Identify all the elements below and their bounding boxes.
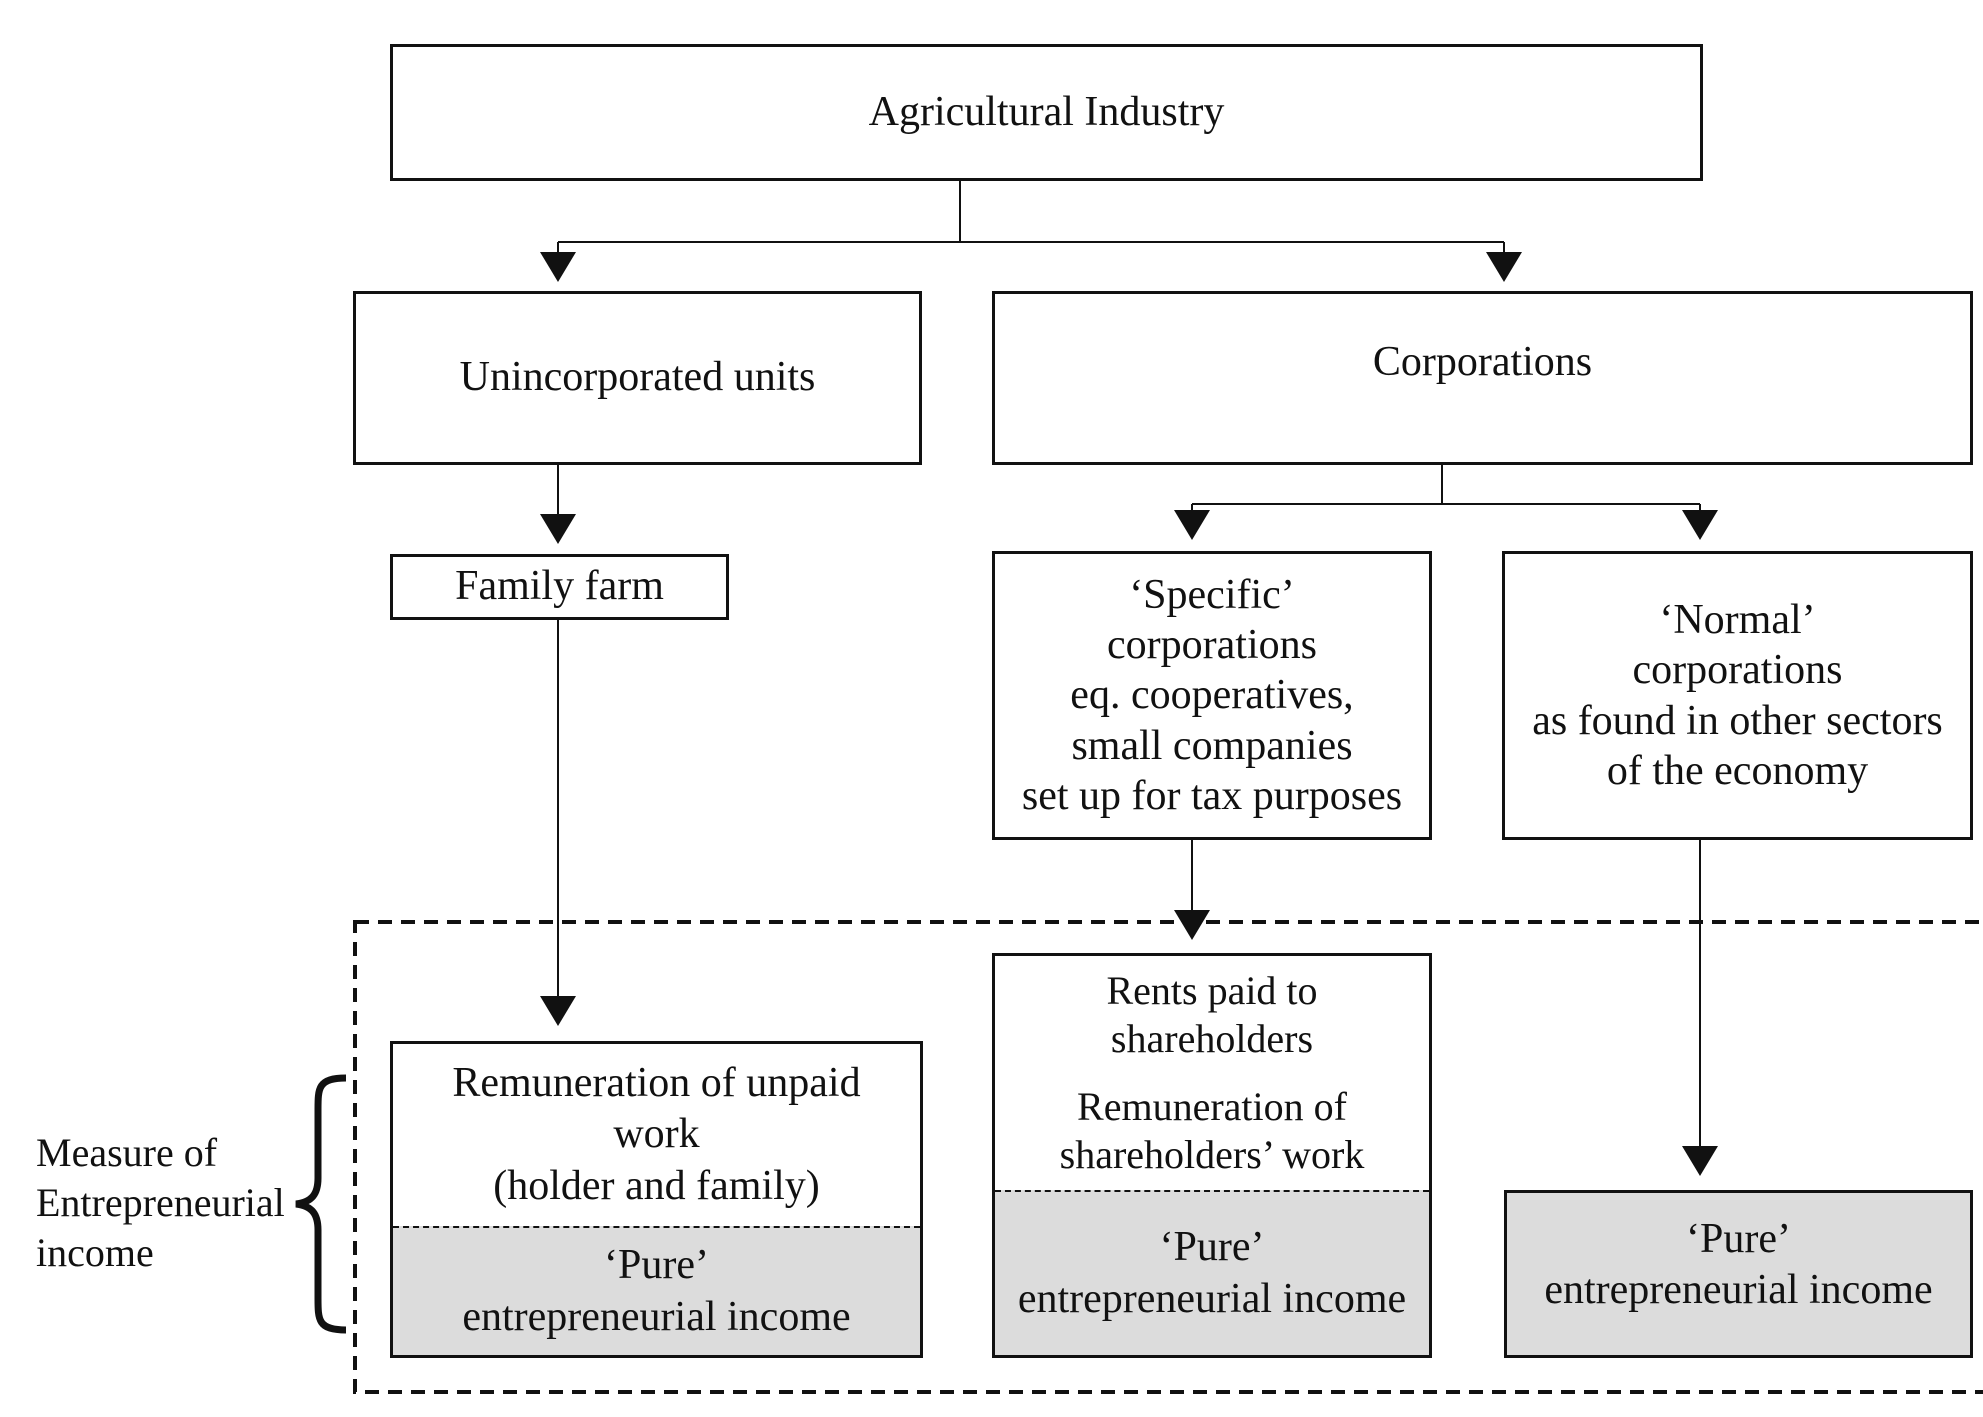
arrowhead-normal [1682,510,1718,540]
section-remuneration-unpaid: Remuneration of unpaid work (holder and … [393,1044,920,1226]
label-family-farm: Family farm [455,563,664,610]
label-remuneration-shareholders: Remuneration of shareholders’ work [1059,1084,1365,1177]
arrowhead-remuneration-unpaid [540,996,576,1026]
arrowhead-pure-right [1682,1146,1718,1176]
arrowhead-unincorporated [540,252,576,282]
label-pure-income-left: ‘Pure’ entrepreneurial income [462,1242,851,1340]
arrowhead-corporations [1486,252,1522,282]
label-corporations: Corporations [1372,339,1593,386]
label-pure-income-mid: ‘Pure’ entrepreneurial income [1017,1224,1407,1322]
label-unincorporated-units: Unincorporated units [459,354,816,401]
arrowhead-specific [1174,510,1210,540]
measure-brace [295,1074,347,1334]
box-unincorporated-units: Unincorporated units [353,291,922,465]
box-income-normal: ‘Pure’ entrepreneurial income [1504,1190,1973,1358]
label-pure-income-right: ‘Pure’ entrepreneurial income [1544,1215,1933,1313]
box-income-family-farm: Remuneration of unpaid work (holder and … [390,1041,923,1358]
box-income-specific: Rents paid to shareholders Remuneration … [992,953,1432,1358]
box-family-farm: Family farm [390,554,729,620]
box-specific-corporations: ‘Specific’ corporations eq. cooperatives… [992,551,1432,840]
box-normal-corporations: ‘Normal’ corporations as found in other … [1502,551,1973,840]
label-rents-paid: Rents paid to shareholders [1106,968,1318,1061]
label-remuneration-unpaid: Remuneration of unpaid work (holder and … [452,1060,861,1209]
measure-entrepreneurial-income-label: Measure of Entrepreneurial income [36,1130,285,1275]
label-normal-corporations: ‘Normal’ corporations as found in other … [1532,596,1943,794]
measure-region-border [353,920,1983,1394]
section-pure-income-mid: ‘Pure’ entrepreneurial income [995,1190,1429,1355]
box-agricultural-industry: Agricultural Industry [390,44,1703,181]
arrowhead-family-farm [540,514,576,544]
label-agricultural-industry: Agricultural Industry [868,88,1225,135]
section-shareholder-payments: Rents paid to shareholders Remuneration … [995,956,1429,1190]
section-pure-income-left: ‘Pure’ entrepreneurial income [393,1226,920,1355]
arrowhead-rents [1174,910,1210,940]
box-corporations: Corporations [992,291,1973,465]
label-specific-corporations: ‘Specific’ corporations eq. cooperatives… [1021,571,1403,820]
